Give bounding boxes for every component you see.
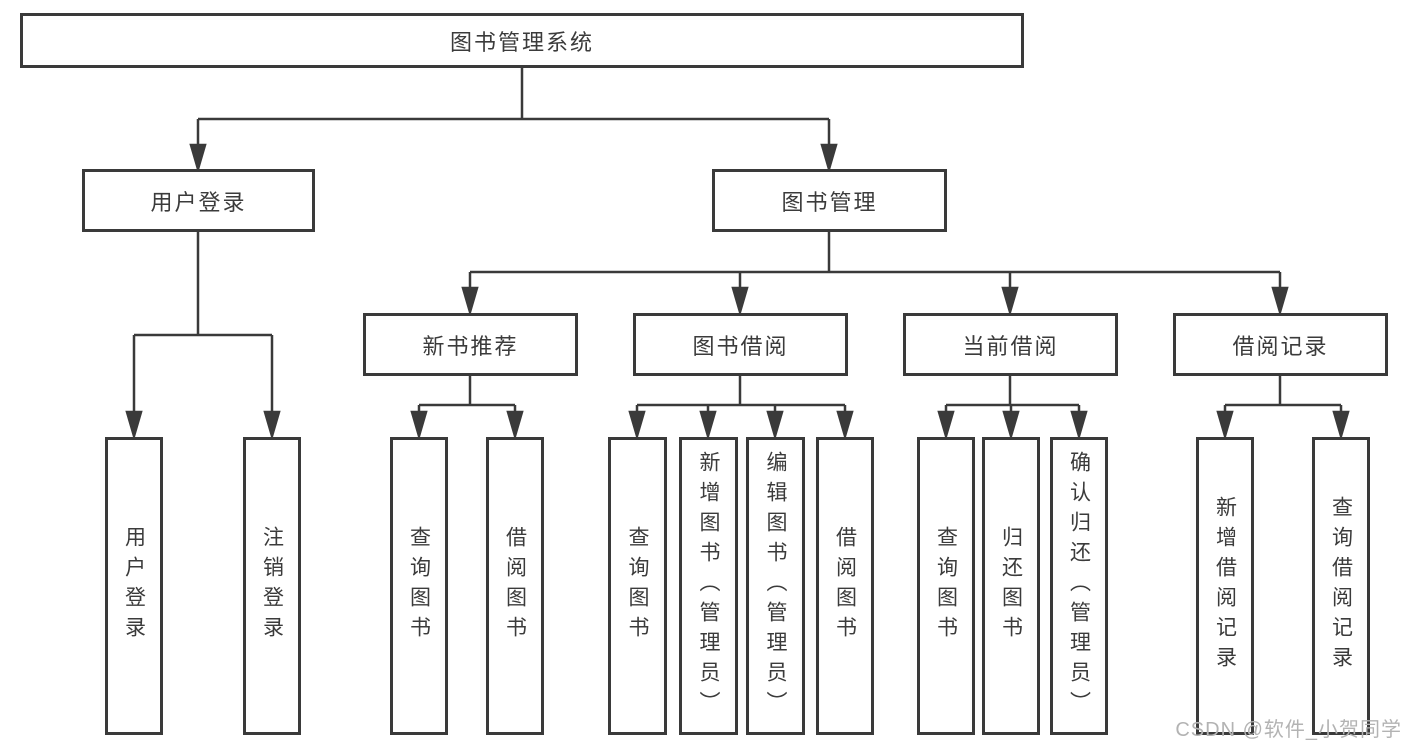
node-book-borrow: 图书借阅 bbox=[633, 313, 848, 376]
node-user-login-label: 用户登录 bbox=[150, 189, 247, 215]
leaf-query-books-recommend: 查询图书 bbox=[390, 437, 448, 735]
leaf-user-login: 用户登录 bbox=[105, 437, 163, 735]
leaf-edit-book-admin-label: 编辑图书（管理员） bbox=[764, 451, 787, 721]
leaf-borrow-books-recommend: 借阅图书 bbox=[486, 437, 544, 735]
leaf-query-borrow-record-label: 查询借阅记录 bbox=[1329, 496, 1353, 676]
node-current-borrow-label: 当前借阅 bbox=[962, 333, 1059, 359]
node-new-book-recommend: 新书推荐 bbox=[363, 313, 578, 376]
leaf-add-borrow-record-label: 新增借阅记录 bbox=[1213, 496, 1237, 676]
node-new-book-recommend-label: 新书推荐 bbox=[422, 333, 519, 359]
leaf-edit-book-admin: 编辑图书（管理员） bbox=[746, 437, 805, 735]
node-library-system: 图书管理系统 bbox=[20, 13, 1024, 68]
leaf-borrow-books-recommend-label: 借阅图书 bbox=[503, 526, 527, 646]
node-borrow-records: 借阅记录 bbox=[1173, 313, 1388, 376]
leaf-confirm-return-admin-label: 确认归还（管理员） bbox=[1067, 451, 1091, 721]
watermark: CSDN @软件_小贺同学 bbox=[1175, 719, 1402, 741]
node-book-management: 图书管理 bbox=[712, 169, 947, 232]
leaf-query-books-current: 查询图书 bbox=[917, 437, 975, 735]
leaf-add-book-admin-label: 新增图书（管理员） bbox=[697, 451, 720, 721]
node-current-borrow: 当前借阅 bbox=[903, 313, 1118, 376]
leaf-confirm-return-admin: 确认归还（管理员） bbox=[1050, 437, 1108, 735]
leaf-logout: 注销登录 bbox=[243, 437, 301, 735]
leaf-add-borrow-record: 新增借阅记录 bbox=[1196, 437, 1254, 735]
node-book-borrow-label: 图书借阅 bbox=[692, 333, 789, 359]
leaf-query-books-recommend-label: 查询图书 bbox=[407, 526, 431, 646]
leaf-add-book-admin: 新增图书（管理员） bbox=[679, 437, 738, 735]
node-library-system-label: 图书管理系统 bbox=[449, 29, 594, 55]
leaf-logout-label: 注销登录 bbox=[260, 526, 284, 646]
leaf-return-books: 归还图书 bbox=[982, 437, 1040, 735]
node-user-login: 用户登录 bbox=[82, 169, 315, 232]
leaf-return-books-label: 归还图书 bbox=[999, 526, 1023, 646]
leaf-borrow-books-label: 借阅图书 bbox=[833, 526, 857, 646]
leaf-query-borrow-record: 查询借阅记录 bbox=[1312, 437, 1370, 735]
node-borrow-records-label: 借阅记录 bbox=[1232, 333, 1329, 359]
leaf-query-books-current-label: 查询图书 bbox=[934, 526, 958, 646]
leaf-query-books-borrow-label: 查询图书 bbox=[626, 526, 649, 646]
leaf-user-login-label: 用户登录 bbox=[122, 526, 146, 646]
leaf-borrow-books: 借阅图书 bbox=[816, 437, 874, 735]
leaf-query-books-borrow: 查询图书 bbox=[608, 437, 667, 735]
node-book-management-label: 图书管理 bbox=[781, 189, 878, 215]
